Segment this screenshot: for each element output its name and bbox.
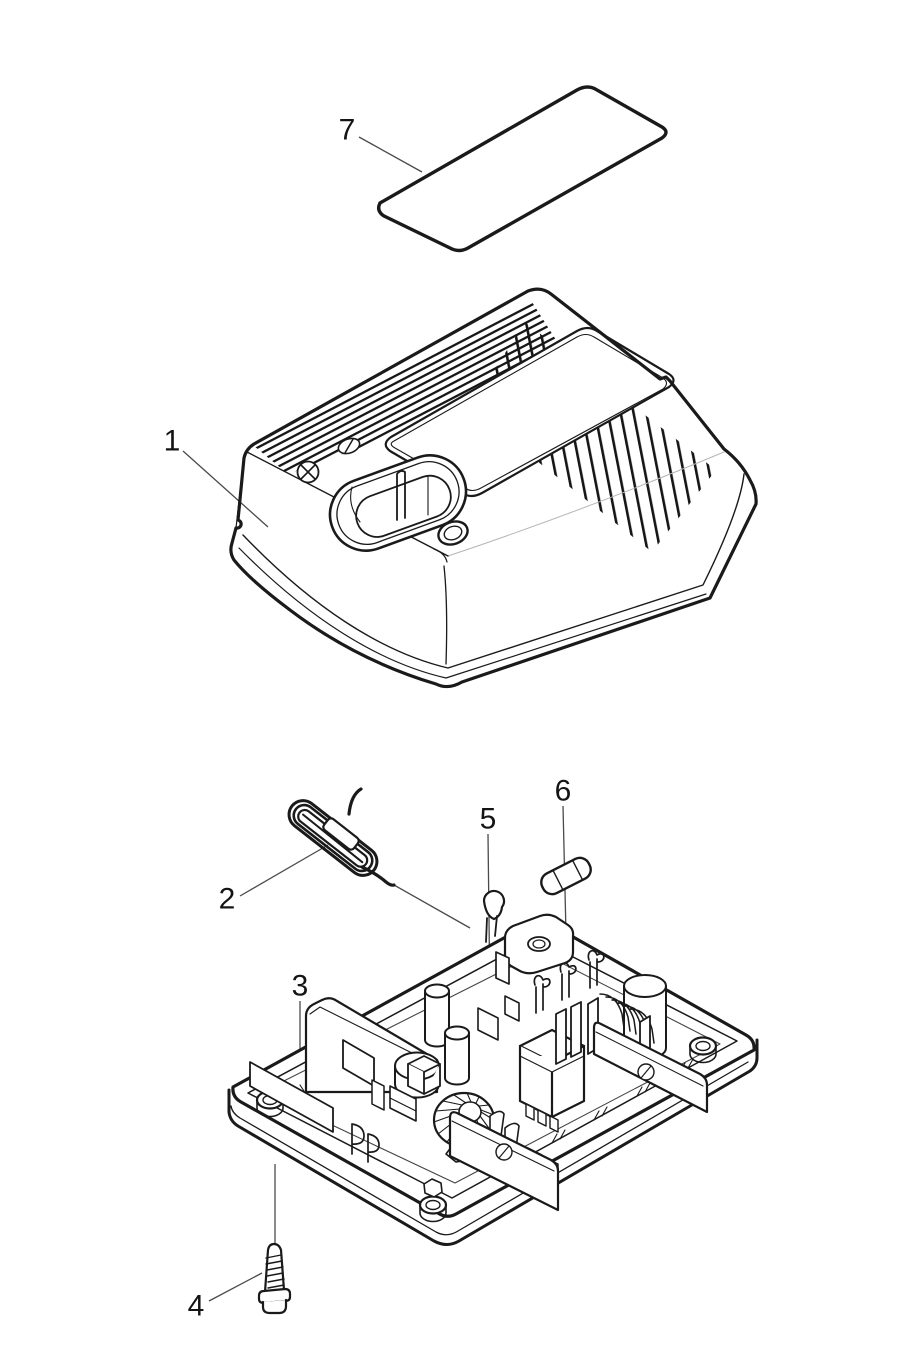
leader-line-part-2 xyxy=(393,884,471,929)
callout-number-1: 1 xyxy=(164,425,181,458)
wire-contacts xyxy=(533,949,605,1014)
cover-recessed-panel xyxy=(384,326,675,498)
callout-numbers-layer: 1 2 3 4 5 6 7 xyxy=(164,114,572,1323)
cover-screw-symbol xyxy=(296,460,320,484)
callout-number-7: 7 xyxy=(339,114,356,147)
part-2-cable-coil xyxy=(287,787,396,887)
cable-tie xyxy=(322,817,360,851)
part-5-disc-capacitor xyxy=(482,889,506,943)
screw-boss-front xyxy=(418,1195,448,1223)
leader-line-part-1 xyxy=(182,450,269,528)
transformer xyxy=(518,1028,586,1133)
part-1-top-cover xyxy=(229,287,758,689)
indicator-hole xyxy=(437,520,469,546)
leader-line-part-2 xyxy=(239,844,329,897)
leader-line-part-7 xyxy=(358,136,423,173)
part-6-fuse xyxy=(540,856,592,896)
part-7-label-sticker xyxy=(376,85,668,253)
cable-holder-bracket xyxy=(495,913,575,985)
callout-number-5: 5 xyxy=(480,803,497,836)
screw-boss-right xyxy=(688,1036,718,1064)
divider-plate-front xyxy=(448,1111,560,1212)
callout-number-6: 6 xyxy=(555,775,572,808)
cover-slot-symbol xyxy=(337,437,361,455)
vent-band-left xyxy=(254,302,570,474)
callout-number-2: 2 xyxy=(219,883,236,916)
callout-number-3: 3 xyxy=(292,970,309,1003)
part-3-bottom-housing xyxy=(227,913,759,1246)
pcb-components xyxy=(351,913,709,1212)
part-4-screw xyxy=(257,1242,292,1315)
leader-line-part-4 xyxy=(208,1272,263,1302)
callout-number-4: 4 xyxy=(188,1290,205,1323)
